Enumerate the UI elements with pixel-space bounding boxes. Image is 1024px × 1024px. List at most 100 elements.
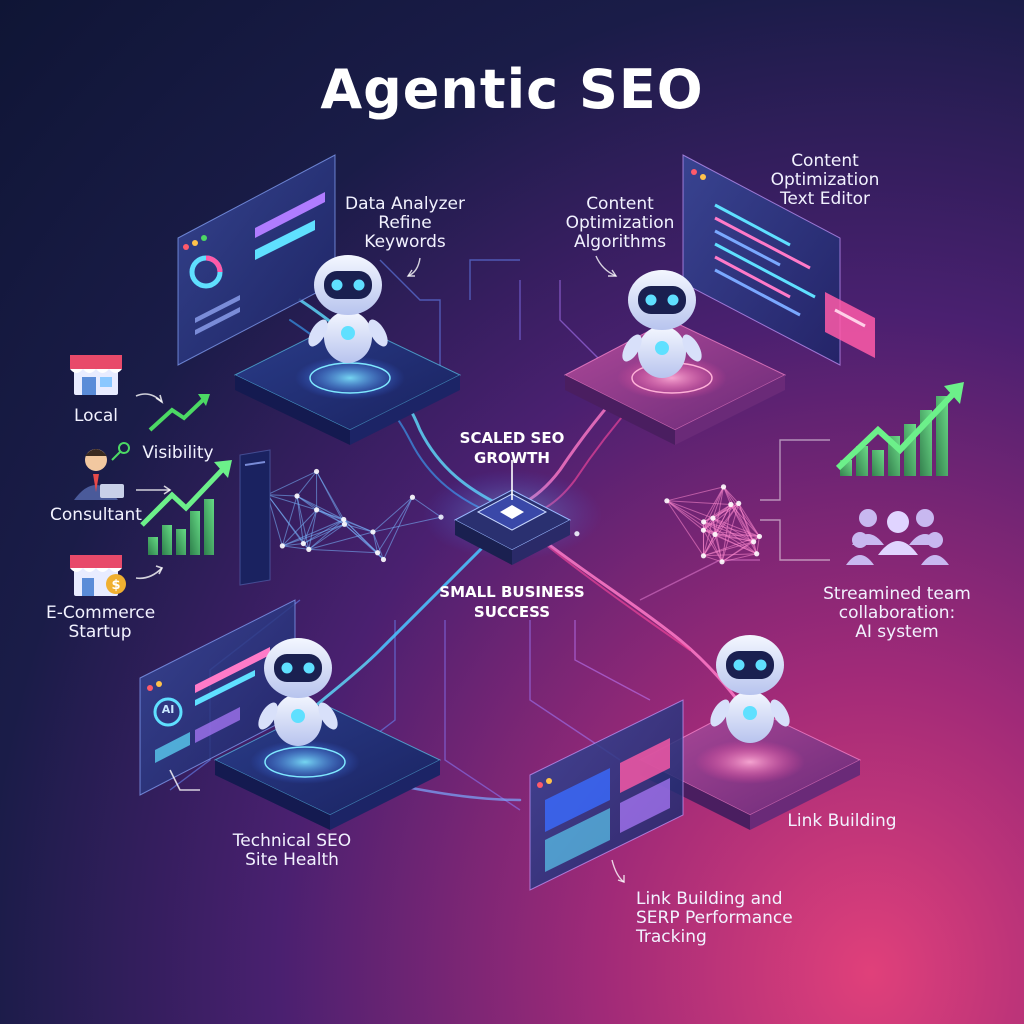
label-ecommerce: E-Commerce Startup — [46, 603, 156, 642]
neural-network-left — [264, 468, 444, 563]
growth-bar — [190, 511, 200, 555]
network-node — [728, 501, 734, 508]
network-link — [372, 531, 384, 560]
label-content-editor-line1: Content — [791, 151, 859, 171]
growth-chart-icon-right — [835, 382, 964, 476]
label-content-editor-line3: Text Editor — [779, 189, 871, 209]
robot-visor — [324, 271, 372, 299]
network-node — [313, 468, 320, 475]
network-node — [306, 546, 312, 552]
robot-core-light — [743, 706, 757, 720]
robot-core-light — [291, 709, 305, 723]
hub-label-bottom-line2: SUCCESS — [473, 603, 551, 621]
hub-label-top: SCALED SEO GROWTH — [440, 428, 584, 468]
network-node — [409, 494, 416, 500]
robot-visor — [274, 654, 322, 682]
label-content-algorithms: Content Optimization Algorithms — [560, 195, 680, 252]
network-link — [316, 471, 345, 520]
visibility-growth-arrow-small — [148, 394, 210, 432]
growth-bar — [856, 446, 868, 476]
network-node — [751, 539, 757, 545]
network-node — [719, 559, 725, 565]
label-technical-seo-line1: Technical SEO — [232, 831, 352, 851]
label-consultant: Consultant — [50, 505, 142, 525]
network-link — [377, 497, 413, 553]
sidebar-panel-left — [239, 449, 271, 586]
network-link — [296, 495, 344, 520]
network-node — [736, 500, 742, 507]
robot-arm-right — [368, 319, 388, 347]
label-team-collaboration: Streamined team collaboration: AI system — [822, 585, 972, 642]
network-link — [703, 503, 740, 557]
network-link — [296, 471, 317, 497]
label-ecommerce-line2: Startup — [68, 622, 132, 642]
network-link — [666, 500, 704, 523]
robot-visor — [726, 651, 774, 679]
robot-eye-right — [303, 662, 315, 674]
network-link — [703, 553, 757, 557]
ecommerce-store-icon: $ — [70, 555, 126, 596]
network-link — [316, 509, 345, 525]
robot-eye-right — [755, 659, 767, 671]
annotation-arrows — [406, 255, 625, 883]
network-link — [666, 500, 716, 535]
label-serp-tracking-line2: SERP Performance — [636, 908, 793, 928]
robot-arm-right — [770, 699, 790, 727]
team-icon — [846, 509, 949, 565]
circuit-lines — [169, 259, 830, 811]
network-link — [308, 519, 345, 550]
network-link — [703, 555, 723, 563]
network-link — [703, 534, 716, 557]
network-link — [703, 529, 723, 563]
screen-technical-seo — [139, 599, 296, 796]
growth-chart-icon-left — [140, 460, 232, 555]
robot-arm-left — [308, 319, 328, 347]
network-link — [343, 519, 374, 533]
label-data-analyzer-line2: Refine — [378, 213, 432, 233]
network-link — [703, 504, 732, 531]
network-node — [756, 533, 763, 540]
robot-eye-left — [331, 279, 343, 291]
screen-serp-tracking — [529, 699, 684, 891]
network-link — [703, 502, 739, 523]
central-hub — [422, 460, 602, 565]
robot-eye-left — [733, 659, 745, 671]
growth-bar — [148, 537, 158, 555]
robot-arm-right — [682, 334, 702, 362]
growth-bar — [162, 525, 172, 555]
label-ecommerce-line1: E-Commerce — [46, 603, 156, 623]
network-link — [712, 486, 725, 519]
store-icon — [70, 355, 122, 395]
network-link — [666, 500, 704, 557]
network-link — [296, 495, 345, 525]
growth-bar — [872, 450, 884, 476]
network-link — [308, 531, 374, 550]
robot-arm-left — [622, 334, 642, 362]
robot-icon — [258, 638, 338, 746]
network-link — [308, 548, 378, 554]
label-team-line3: AI system — [855, 622, 939, 642]
network-link — [266, 494, 310, 550]
network-link — [308, 509, 318, 550]
network-link — [723, 486, 755, 542]
network-link — [282, 543, 304, 547]
network-link — [343, 519, 378, 554]
network-node — [300, 540, 306, 547]
network-link — [282, 519, 344, 547]
label-data-analyzer-line3: Keywords — [364, 232, 446, 252]
network-link — [714, 533, 754, 543]
network-link — [738, 503, 760, 537]
network-link — [714, 486, 725, 535]
network-link — [703, 518, 714, 556]
network-node — [754, 551, 760, 557]
network-link — [703, 521, 716, 535]
robot-visor — [638, 286, 686, 314]
robot-eye-right — [667, 294, 679, 306]
network-node — [370, 529, 376, 535]
label-visibility: Visibility — [142, 443, 214, 463]
network-node — [341, 516, 347, 523]
network-link — [281, 495, 298, 547]
network-node — [279, 543, 285, 549]
robots — [258, 255, 790, 746]
